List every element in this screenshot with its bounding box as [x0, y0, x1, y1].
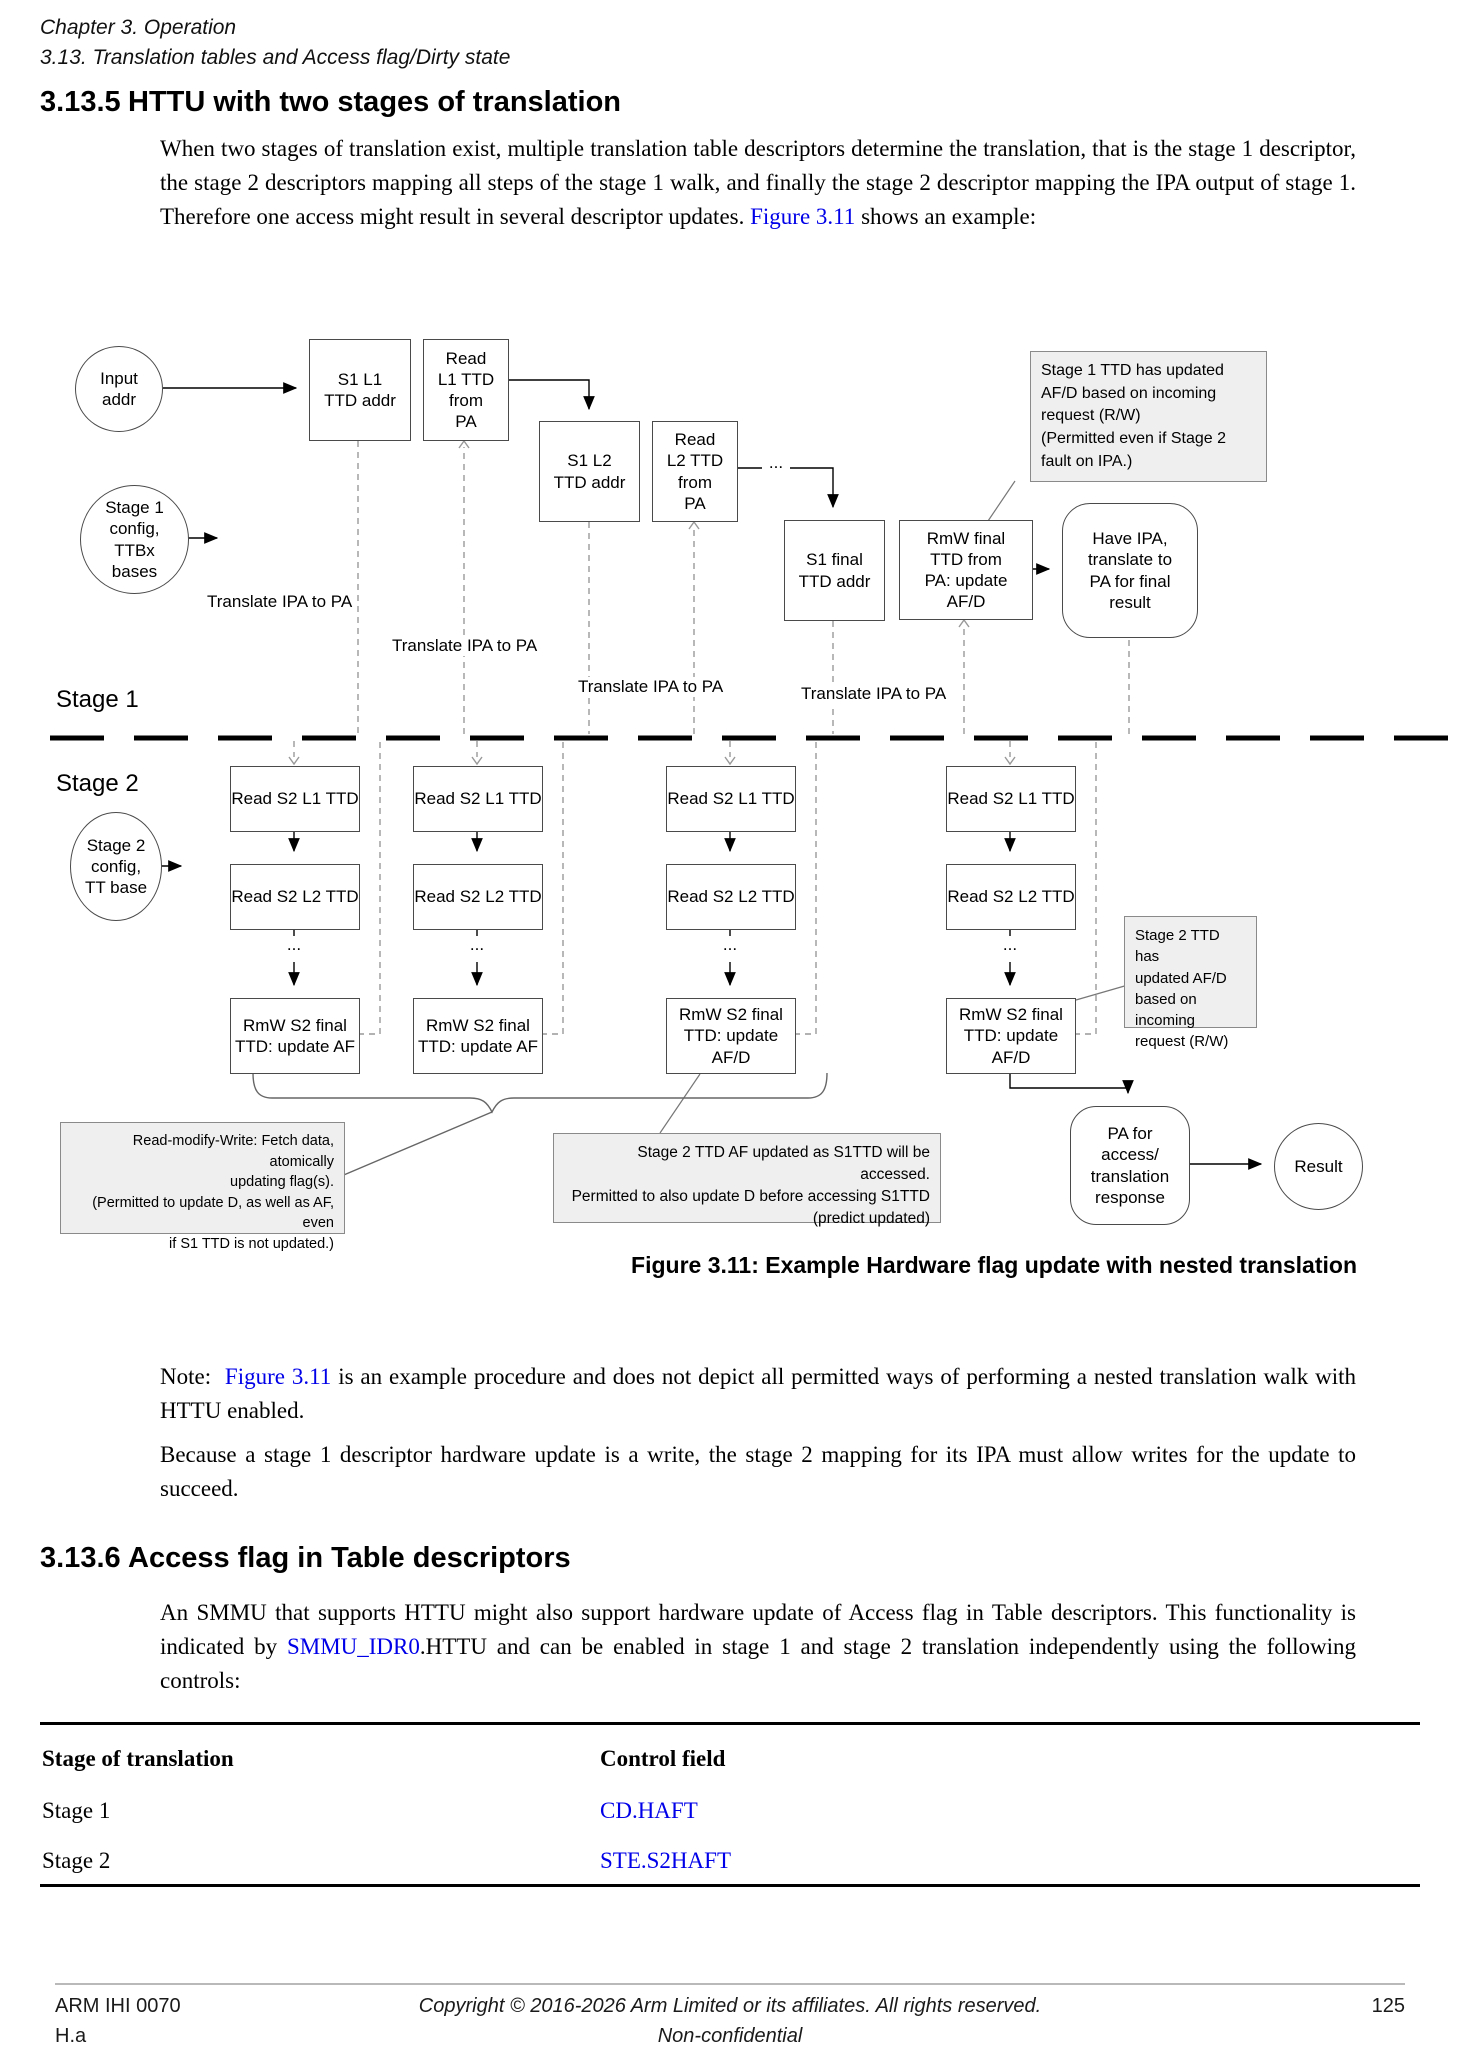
rmw-s2-final-col1: RmW S2 final TTD: update AF — [230, 998, 360, 1074]
note-paragraph: Note: Figure 3.11 is an example procedur… — [160, 1360, 1356, 1428]
s1-l2-ttd-addr-node: S1 L2 TTD addr — [539, 421, 640, 522]
section-6-paragraph: An SMMU that supports HTTU might also su… — [160, 1596, 1356, 1698]
section-5-title: HTTU with two stages of translation — [128, 86, 622, 118]
intro-paragraph: When two stages of translation exist, mu… — [160, 132, 1356, 234]
footer-rule — [55, 1983, 1405, 1985]
intro-text-post: shows an example: — [861, 204, 1037, 229]
footer-doc-id: ARM IHI 0070 — [55, 1995, 181, 2017]
figure-3-11-link[interactable]: Figure 3.11 — [750, 204, 856, 229]
pa-access-node: PA for access/ translation response — [1070, 1106, 1190, 1225]
stage2-ttd-note: Stage 2 TTD has updated AF/D based on in… — [1124, 916, 1257, 1050]
read-l1-ttd-node: Read L1 TTD from PA — [423, 339, 509, 441]
s1-l1-ttd-addr-node: S1 L1 TTD addr — [309, 339, 411, 441]
rmw-final-ttd-node: RmW final TTD from PA: update AF/D — [899, 520, 1033, 620]
section-header: 3.13. Translation tables and Access flag… — [40, 46, 511, 69]
table-top-rule — [40, 1722, 1420, 1725]
stage2-config-node: Stage 2 config, TT base — [70, 812, 162, 921]
ellipsis-stage1-walk: ... — [762, 454, 790, 471]
read-s2-l2-col4: Read S2 L2 TTD — [946, 864, 1076, 930]
table-header-control: Control field — [600, 1746, 726, 1771]
result-node: Result — [1274, 1123, 1363, 1210]
table-row2-stage: Stage 2 — [42, 1848, 111, 1873]
footer-classification: Non-confidential — [657, 2025, 803, 2047]
s2-af-update-note: Stage 2 TTD AF updated as S1TTD will be … — [553, 1133, 941, 1227]
footer-page-number: 125 — [1371, 1995, 1405, 2017]
stage1-ttd-note: Stage 1 TTD has updated AF/D based on in… — [1030, 351, 1267, 482]
rmw-s2-final-col4: RmW S2 final TTD: update AF/D — [946, 998, 1076, 1074]
translate-label-3: Translate IPA to PA — [576, 677, 726, 697]
read-s2-l2-col3: Read S2 L2 TTD — [666, 864, 796, 930]
have-ipa-node: Have IPA, translate to PA for final resu… — [1062, 503, 1198, 638]
section-5-number: 3.13.5 — [40, 86, 121, 118]
read-s2-l2-col2: Read S2 L2 TTD — [413, 864, 543, 930]
table-row1-stage: Stage 1 — [42, 1798, 111, 1823]
translate-label-4: Translate IPA to PA — [799, 684, 949, 704]
read-s2-l1-col3: Read S2 L1 TTD — [666, 766, 796, 832]
ste-s2haft-link[interactable]: STE.S2HAFT — [600, 1848, 731, 1873]
input-addr-node: Input addr — [75, 346, 163, 432]
smmu-idr0-link[interactable]: SMMU_IDR0 — [286, 1634, 420, 1659]
section-6-text-post: .HTTU and can be enabled in stage 1 and … — [160, 1634, 1357, 1693]
stage2-write-paragraph: Because a stage 1 descriptor hardware up… — [160, 1442, 1356, 1501]
ellipsis-col1: ... — [279, 936, 309, 953]
ellipsis-col3: ... — [715, 936, 745, 953]
table-header-stage: Stage of translation — [42, 1746, 234, 1771]
read-s2-l1-col2: Read S2 L1 TTD — [413, 766, 543, 832]
stage2-band-label: Stage 2 — [56, 770, 139, 797]
note-text: is an example procedure and does not dep… — [160, 1364, 1357, 1423]
read-s2-l1-col1: Read S2 L1 TTD — [230, 766, 360, 832]
table-bottom-rule — [40, 1884, 1420, 1887]
rmw-s2-final-col3: RmW S2 final TTD: update AF/D — [666, 998, 796, 1074]
read-l2-ttd-node: Read L2 TTD from PA — [652, 421, 738, 522]
ellipsis-col2: ... — [462, 936, 492, 953]
ellipsis-col4: ... — [995, 936, 1025, 953]
chapter-header: Chapter 3. Operation — [40, 16, 237, 39]
note-label: Note: — [160, 1364, 212, 1389]
footer-copyright: Copyright © 2016-2026 Arm Limited or its… — [418, 1995, 1042, 2017]
section-6-number: 3.13.6 — [40, 1542, 121, 1574]
rmw-s2-final-col2: RmW S2 final TTD: update AF — [413, 998, 543, 1074]
read-s2-l1-col4: Read S2 L1 TTD — [946, 766, 1076, 832]
footer-version: H.a — [55, 2025, 87, 2047]
cd-haft-link[interactable]: CD.HAFT — [600, 1798, 698, 1823]
translate-label-1: Translate IPA to PA — [205, 592, 355, 612]
rmw-explain-note: Read-modify-Write: Fetch data, atomicall… — [60, 1122, 345, 1252]
figure-3-11-link-2[interactable]: Figure 3.11 — [224, 1364, 332, 1389]
s1-final-ttd-addr-node: S1 final TTD addr — [784, 520, 885, 621]
intro-text-pre: When two stages of translation exist, mu… — [160, 136, 1356, 229]
section-6-title: Access flag in Table descriptors — [128, 1542, 571, 1574]
figure-caption: Figure 3.11: Example Hardware flag updat… — [631, 1252, 1357, 1278]
translate-label-2: Translate IPA to PA — [390, 636, 540, 656]
stage1-band-label: Stage 1 — [56, 686, 139, 713]
read-s2-l2-col1: Read S2 L2 TTD — [230, 864, 360, 930]
stage1-config-node: Stage 1 config, TTBx bases — [80, 485, 189, 594]
section-6-text-pre: An SMMU that supports HTTU might also su… — [160, 1600, 1356, 1659]
